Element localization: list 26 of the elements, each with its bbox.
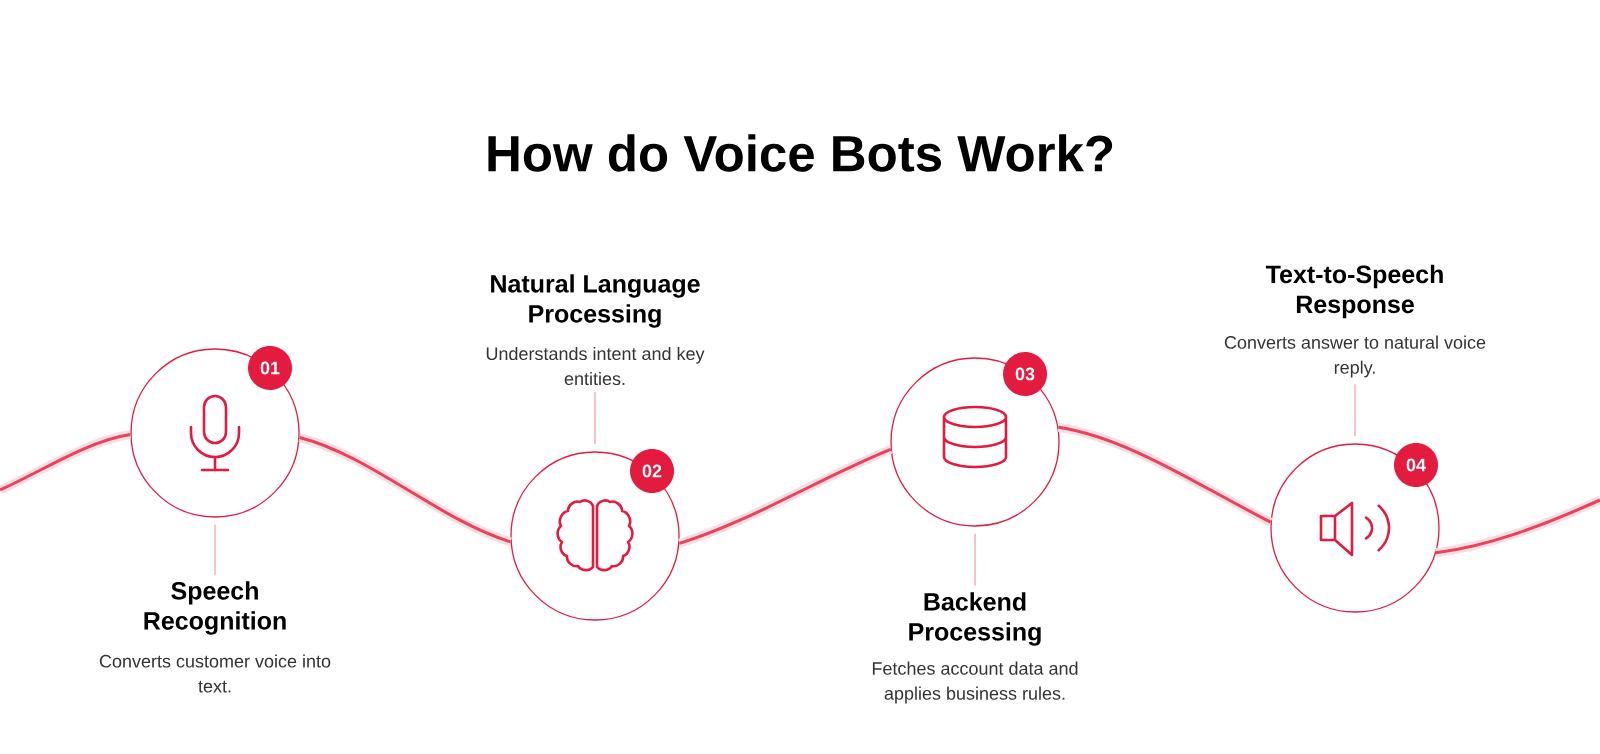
wavy-line xyxy=(1057,422,1273,527)
step-description: Converts customer voice into text. xyxy=(99,654,331,693)
leader-line xyxy=(594,391,596,445)
number-badge: 03 xyxy=(1003,352,1047,396)
step-heading: Speech Recognition xyxy=(144,581,286,635)
step-description: Fetches account data and applies business rules. xyxy=(872,661,1078,704)
number-badge: 02 xyxy=(630,449,674,493)
wavy-line xyxy=(1435,495,1600,558)
number-badge: 01 xyxy=(248,346,292,390)
wavy-line xyxy=(677,445,893,548)
wavy-line xyxy=(298,433,513,547)
leader-line xyxy=(214,524,216,576)
step-description: Converts answer to natural voice reply. xyxy=(1224,335,1486,378)
leader-line xyxy=(1354,383,1356,437)
wavy-line xyxy=(0,430,132,495)
step-heading: Text-to-Speech Response xyxy=(1265,264,1443,319)
title: How do Voice Bots Work? xyxy=(488,134,1113,172)
step-description: Understands intent and key entities. xyxy=(486,346,705,386)
step-circle xyxy=(510,451,680,621)
step-heading: Backend Processing xyxy=(909,592,1041,646)
step-circle xyxy=(130,348,300,518)
number-badge: 04 xyxy=(1394,443,1438,487)
step-circle xyxy=(890,357,1060,527)
step-heading: Natural Language Processing xyxy=(491,274,700,328)
step-circle xyxy=(1270,443,1440,613)
leader-line xyxy=(974,533,976,587)
